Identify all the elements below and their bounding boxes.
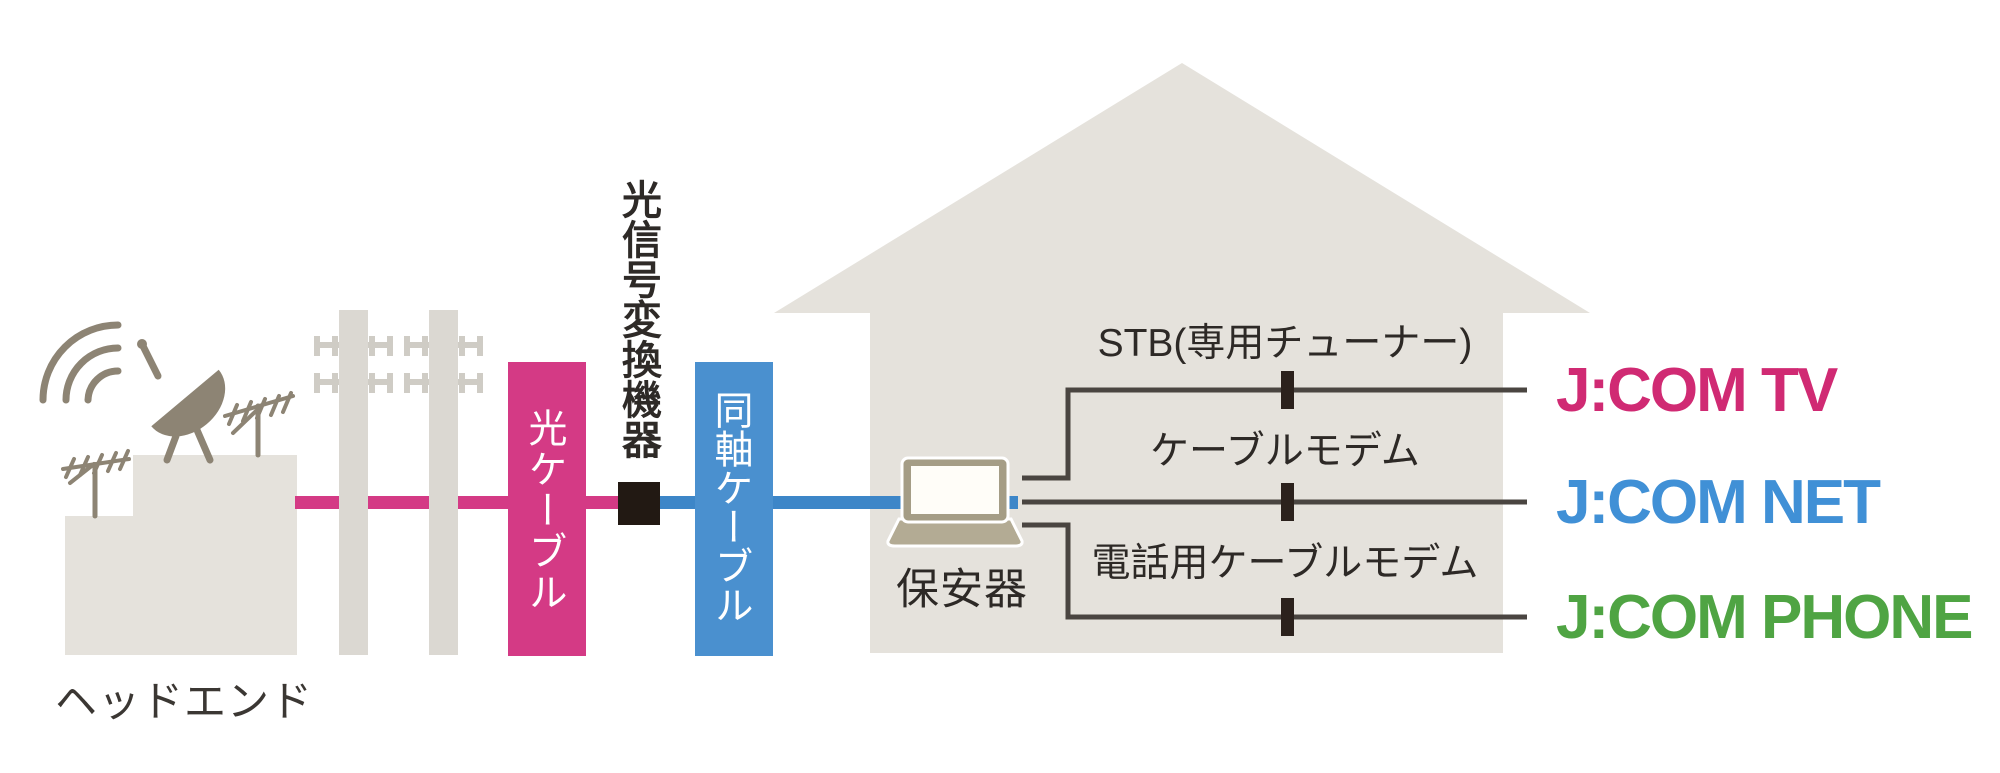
branch-line-tv [1022, 387, 1527, 481]
jcom-net-logo: J:COM NET [1556, 468, 1881, 537]
branch-line-phone [1022, 522, 1527, 620]
optical-converter-icon [618, 482, 660, 525]
laptop-icon [886, 456, 1024, 548]
jcom-phone-logo: J:COM PHONE [1556, 583, 1973, 652]
optical-cable-label: 光ケーブル [523, 408, 566, 613]
tv-antenna-icon [61, 449, 131, 519]
headend-label: ヘッドエンド [55, 678, 314, 725]
optical-converter-label: 光信号変換機器 [616, 179, 660, 459]
phone-modem-marker [1281, 598, 1294, 636]
device-markers [1281, 371, 1294, 636]
tv-antenna-icon [223, 391, 295, 458]
protector-label: 保安器 [896, 566, 1028, 614]
phone-cable-modem-label: 電話用ケーブルモデム [1091, 542, 1479, 585]
coax-cable-bar [695, 362, 773, 656]
coax-cable-label: 同軸ケーブル [709, 390, 752, 624]
utility-pole [429, 310, 458, 655]
stb-label: STB(専用チューナー) [1097, 322, 1473, 365]
optical-cable-bar [508, 362, 586, 656]
jcom-tv-logo: J:COM TV [1556, 356, 1838, 425]
radio-waves-icon [39, 321, 122, 404]
branch-lines [1022, 387, 1527, 620]
cable-modem-label: ケーブルモデム [1150, 430, 1420, 473]
headend-building [65, 455, 297, 655]
satellite-dish-icon [137, 339, 226, 464]
modem-marker [1281, 483, 1294, 521]
utility-pole [339, 310, 368, 655]
stb-marker [1281, 371, 1294, 409]
